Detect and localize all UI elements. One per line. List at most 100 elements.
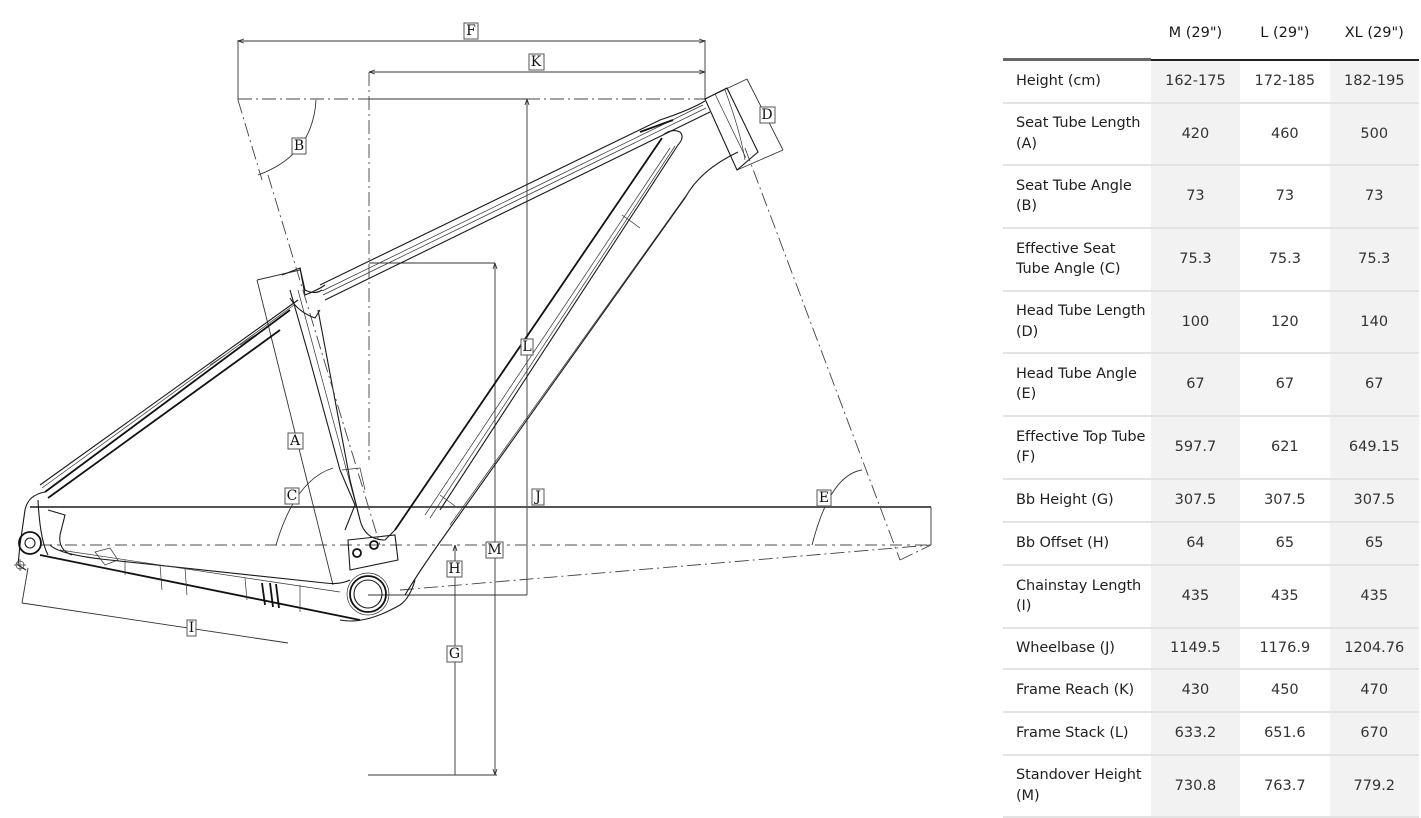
cell-xl: 435: [1329, 564, 1419, 629]
cell-l: 172-185: [1240, 59, 1330, 104]
row-label: Head Tube Angle (E): [1003, 352, 1151, 417]
svg-text:L: L: [522, 339, 531, 355]
dimension-i: [21, 567, 289, 644]
label-m: M: [485, 541, 504, 559]
column-header-l: L (29"): [1240, 0, 1330, 61]
label-e: E: [816, 489, 832, 507]
dimension-m: [369, 262, 498, 776]
bottom-bracket-icon: [349, 575, 387, 613]
row-label: Bb Offset (H): [1003, 521, 1151, 566]
label-a: A: [287, 432, 304, 450]
cell-m: 162-175: [1150, 59, 1241, 104]
cell-m: 73: [1150, 164, 1241, 229]
label-b: B: [291, 137, 307, 155]
frame-drawing: F K B D L A C J E M H I: [14, 22, 932, 776]
label-j: J: [531, 488, 545, 506]
row-label: Effective Top Tube (F): [1003, 415, 1151, 480]
dimension-g: [368, 594, 497, 776]
cell-xl: 1204.76: [1329, 627, 1419, 670]
column-header-xl: XL (29"): [1329, 0, 1419, 61]
cell-xl: 670: [1329, 711, 1419, 756]
table-header-row: M (29") L (29") XL (29"): [1003, 0, 1419, 61]
svg-text:E: E: [819, 490, 829, 506]
cell-xl: 182-195: [1329, 59, 1419, 104]
dimension-k: [368, 69, 706, 460]
row-label: Seat Tube Length (A): [1003, 102, 1151, 166]
cell-l: 460: [1240, 102, 1330, 166]
geometry-table: M (29") L (29") XL (29") Height (cm)162-…: [1003, 0, 1419, 818]
cell-xl: 140: [1329, 290, 1419, 354]
svg-text:F: F: [466, 23, 476, 39]
dimension-c: [275, 467, 334, 546]
svg-text:C: C: [287, 488, 298, 504]
label-l: L: [520, 338, 534, 356]
dimension-l: [369, 98, 530, 596]
label-i: I: [186, 619, 197, 637]
row-label: Wheelbase (J): [1003, 627, 1151, 670]
svg-text:J: J: [533, 489, 541, 505]
header-blank: [1003, 0, 1151, 61]
svg-text:I: I: [189, 620, 195, 636]
cell-l: 307.5: [1240, 478, 1330, 523]
row-label: Chainstay Length (I): [1003, 564, 1151, 629]
cell-xl: 73: [1329, 164, 1419, 229]
row-label: Height (cm): [1003, 59, 1151, 104]
cell-l: 621: [1240, 415, 1330, 480]
row-label: Head Tube Length (D): [1003, 290, 1151, 354]
cell-xl: 75.3: [1329, 227, 1419, 292]
cell-m: 307.5: [1150, 478, 1241, 523]
row-label: Frame Reach (K): [1003, 668, 1151, 713]
label-c: C: [284, 487, 300, 505]
cell-m: 430: [1150, 668, 1241, 713]
cell-m: 633.2: [1150, 711, 1241, 756]
svg-text:H: H: [448, 561, 460, 577]
svg-text:K: K: [531, 54, 542, 70]
row-label: Seat Tube Angle (B): [1003, 164, 1151, 229]
dimension-a: [256, 269, 334, 586]
bike-frame: [14, 87, 759, 622]
column-header-m: M (29"): [1150, 0, 1241, 61]
cell-l: 435: [1240, 564, 1330, 629]
row-label: Effective Seat Tube Angle (C): [1003, 227, 1151, 292]
label-k: K: [528, 53, 545, 71]
cell-l: 763.7: [1240, 754, 1330, 818]
cell-m: 435: [1150, 564, 1241, 629]
cell-xl: 649.15: [1329, 415, 1419, 480]
cell-l: 1176.9: [1240, 627, 1330, 670]
row-label: Frame Stack (L): [1003, 711, 1151, 756]
dimension-f: [237, 38, 706, 100]
svg-text:B: B: [294, 138, 304, 154]
cell-l: 651.6: [1240, 711, 1330, 756]
cell-m: 1149.5: [1150, 627, 1241, 670]
cell-xl: 65: [1329, 521, 1419, 566]
svg-text:D: D: [761, 107, 772, 123]
cell-m: 100: [1150, 290, 1241, 354]
svg-text:G: G: [449, 646, 460, 662]
row-label: Bb Height (G): [1003, 478, 1151, 523]
cell-l: 120: [1240, 290, 1330, 354]
cell-m: 64: [1150, 521, 1241, 566]
label-d: D: [759, 106, 776, 124]
label-g: G: [446, 645, 463, 663]
cell-xl: 307.5: [1329, 478, 1419, 523]
cell-l: 65: [1240, 521, 1330, 566]
dimension-e: [744, 147, 932, 561]
cell-xl: 500: [1329, 102, 1419, 166]
label-f: F: [463, 22, 479, 40]
cell-m: 420: [1150, 102, 1241, 166]
cell-xl: 67: [1329, 352, 1419, 417]
cell-l: 450: [1240, 668, 1330, 713]
svg-text:M: M: [487, 542, 501, 558]
